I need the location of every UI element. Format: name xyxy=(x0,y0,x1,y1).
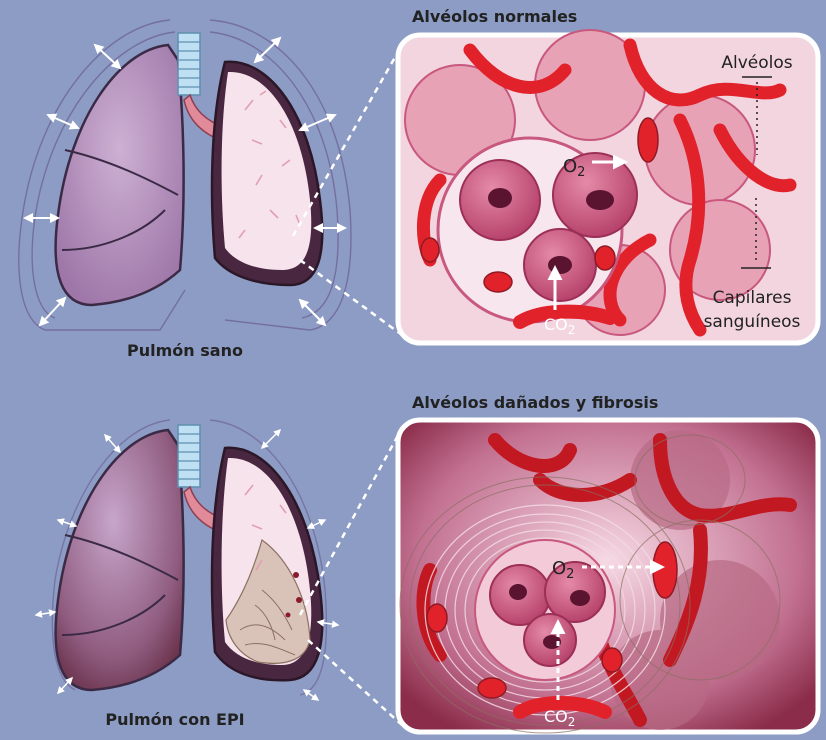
left-lung-shape xyxy=(56,430,184,690)
alveolos-label: Alvéolos xyxy=(721,53,792,73)
epi-lung-caption: Pulmón con EPI xyxy=(105,710,244,729)
capilares-label: Capilares xyxy=(713,288,792,308)
damaged-alveoli-inset xyxy=(398,420,818,733)
healthy-lung-figure xyxy=(19,20,351,330)
normal-alveoli-title: Alvéolos normales xyxy=(412,7,577,26)
damaged-alveoli-title: Alvéolos dañados y fibrosis xyxy=(412,393,658,412)
healthy-lung-caption: Pulmón sano xyxy=(127,341,243,360)
left-lung-shape xyxy=(56,45,184,305)
right-lung-interior xyxy=(222,72,312,270)
epi-lung-figure xyxy=(36,420,338,700)
sanguineos-label: sanguíneos xyxy=(704,312,801,332)
